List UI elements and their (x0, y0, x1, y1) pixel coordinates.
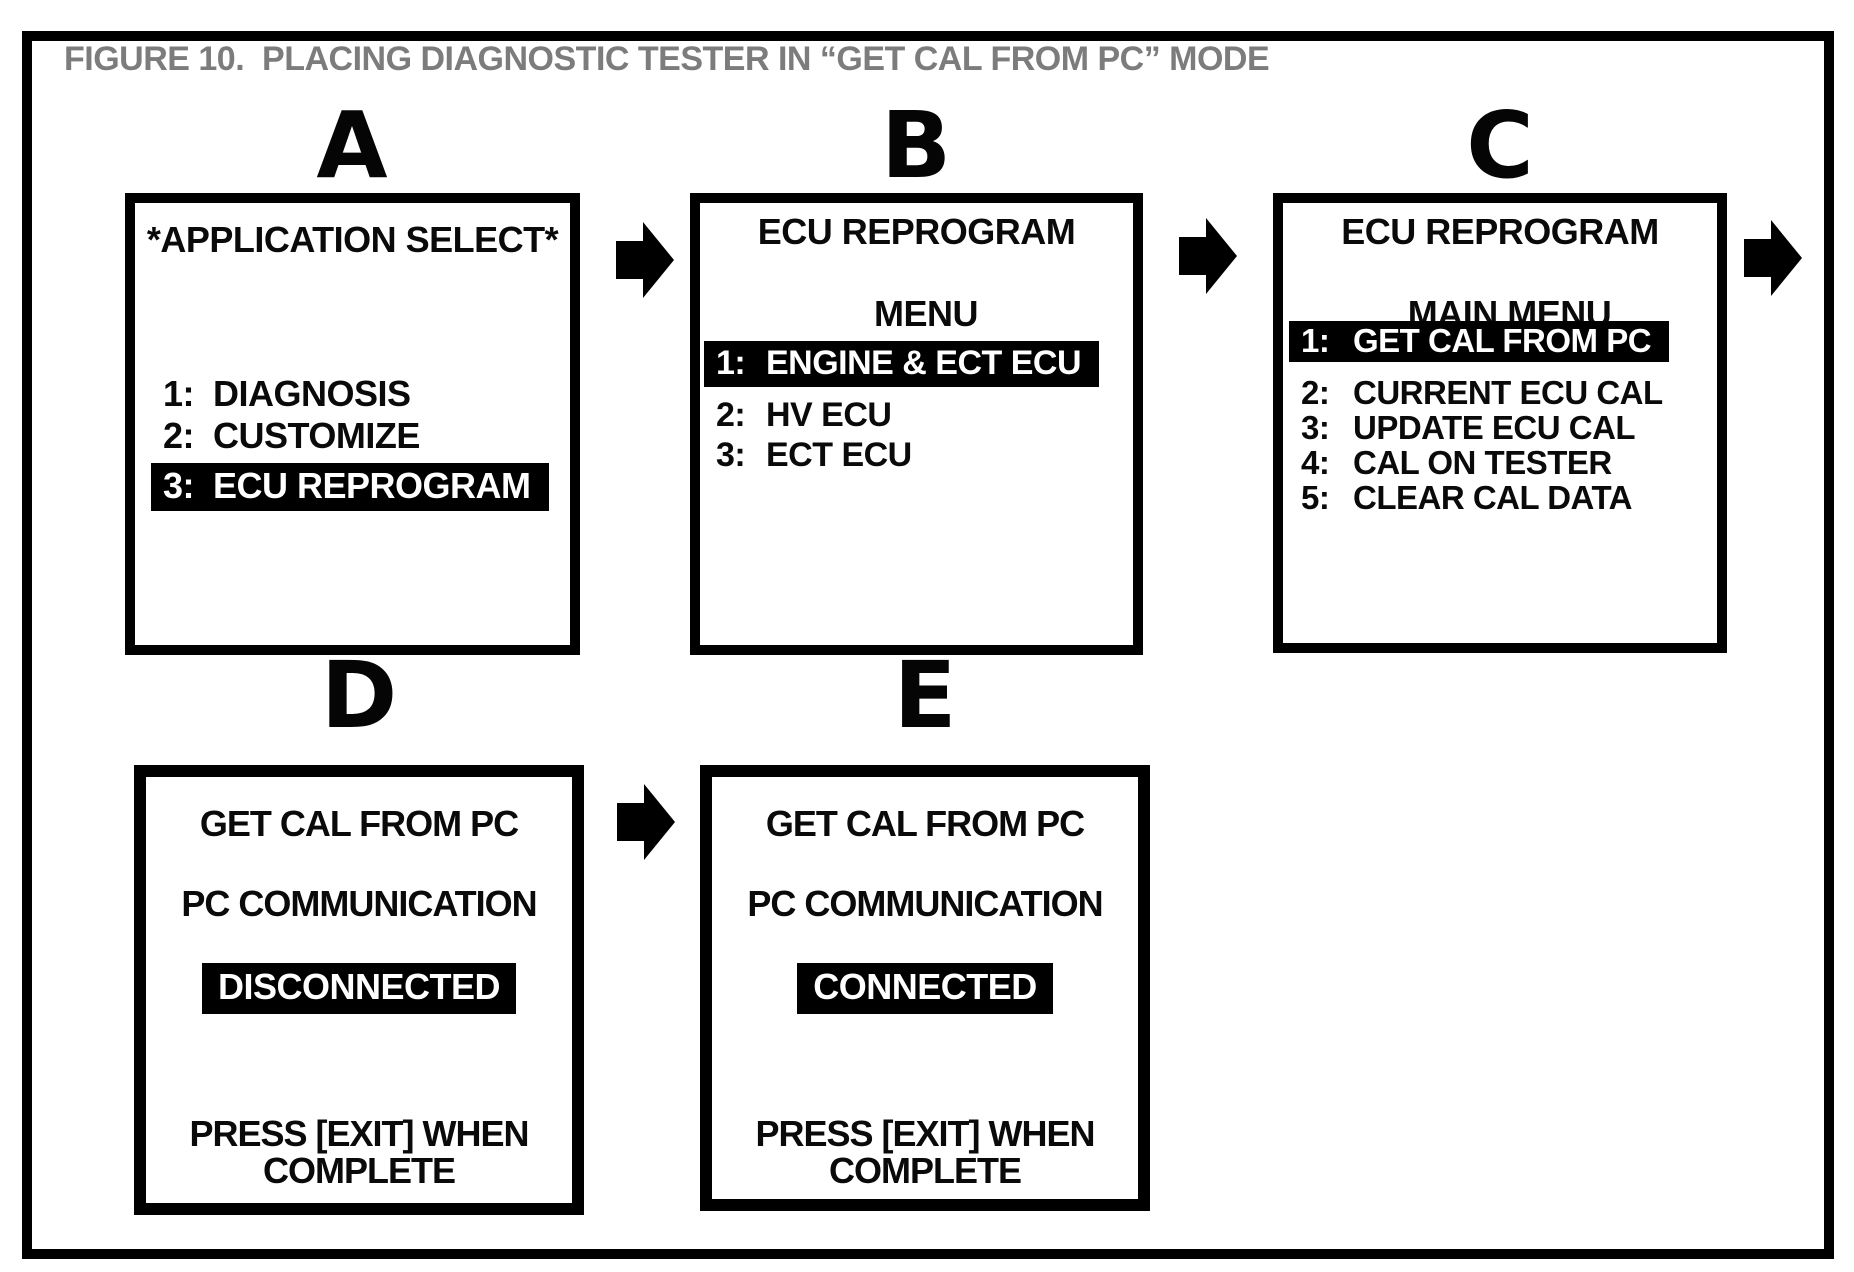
screen-heading: GET CAL FROM PC (765, 803, 1085, 844)
panel-label-b: B (880, 92, 952, 199)
tester-screen-application-select: *APPLICATION SELECT* 1: DIAGNOSIS 2: CUS… (125, 193, 580, 655)
menu-item-highlighted: 1: GET CAL FROM PC (1289, 321, 1670, 362)
menu-item: 2: CURRENT ECU CAL (1301, 375, 1669, 410)
menu-item-number: 1: (1301, 322, 1330, 359)
flow-arrow-icon (1744, 220, 1802, 296)
screen-footer: PRESS [EXIT] WHEN COMPLETE (146, 1115, 572, 1189)
panel-label-a: A (316, 92, 388, 199)
menu-item-number: 1: (716, 344, 746, 382)
screen-subheading: PC COMMUNICATION (181, 883, 537, 924)
tester-screen-pc-comm-disconnected: GET CAL FROM PC PC COMMUNICATION DISCONN… (134, 765, 584, 1215)
menu-item-label: ECT ECU (766, 436, 912, 474)
screen-title-line1: ECU REPROGRAM (1341, 211, 1659, 252)
menu-item-number: 4: (1301, 444, 1330, 481)
screen-title: ECU REPROGRAM MAIN MENU (1283, 211, 1717, 334)
menu-item-label: CAL ON TESTER (1353, 444, 1612, 481)
menu-item-highlighted: 3: ECU REPROGRAM (151, 463, 549, 511)
menu-item-label: ENGINE & ECT ECU (766, 344, 1082, 382)
tester-screen-ecu-reprogram-main-menu: ECU REPROGRAM MAIN MENU 1: GET CAL FROM … (1273, 193, 1727, 653)
screen-title-line1: ECU REPROGRAM (757, 211, 1076, 252)
menu-list: 1: ENGINE & ECT ECU 2: HV ECU 3: ECT ECU (704, 341, 1100, 475)
footer-line1: PRESS [EXIT] WHEN (755, 1113, 1095, 1154)
menu-item-label: DIAGNOSIS (213, 373, 411, 414)
menu-item-number: 2: (1301, 374, 1330, 411)
menu-item: 2: CUSTOMIZE (163, 415, 549, 457)
menu-item-label: UPDATE ECU CAL (1353, 409, 1636, 446)
menu-list: 1: DIAGNOSIS 2: CUSTOMIZE 3: ECU REPROGR… (151, 373, 549, 511)
status-badge: CONNECTED (797, 963, 1053, 1014)
screen-footer: PRESS [EXIT] WHEN COMPLETE (712, 1115, 1138, 1189)
screen-heading: GET CAL FROM PC (199, 803, 519, 844)
screen-subheading: PC COMMUNICATION (747, 883, 1103, 924)
menu-item: 4: CAL ON TESTER (1301, 445, 1669, 480)
menu-item-highlighted: 1: ENGINE & ECT ECU (704, 341, 1100, 387)
flow-arrow-icon (617, 784, 675, 860)
flow-arrow-icon (616, 222, 674, 298)
menu-item-label: ECU REPROGRAM (213, 465, 531, 506)
menu-list: 1: GET CAL FROM PC 2: CURRENT ECU CAL 3:… (1289, 321, 1670, 515)
menu-item-number: 1: (163, 373, 195, 414)
menu-item-label: CURRENT ECU CAL (1353, 374, 1663, 411)
figure-title: FIGURE 10. PLACING DIAGNOSTIC TESTER IN … (64, 40, 1270, 78)
panel-label-e: E (893, 642, 957, 749)
menu-item: 5: CLEAR CAL DATA (1301, 480, 1669, 515)
screen-title: ECU REPROGRAM MENU (700, 211, 1133, 334)
tester-screen-ecu-reprogram-menu: ECU REPROGRAM MENU 1: ENGINE & ECT ECU 2… (690, 193, 1143, 655)
menu-item: 2: HV ECU (716, 395, 1099, 435)
status-badge: DISCONNECTED (201, 963, 517, 1014)
panel-label-d: D (320, 642, 398, 749)
menu-item-label: CUSTOMIZE (213, 415, 420, 456)
menu-item-label: GET CAL FROM PC (1353, 322, 1652, 359)
footer-line1: PRESS [EXIT] WHEN (189, 1113, 529, 1154)
menu-item-number: 5: (1301, 479, 1330, 516)
footer-line2: COMPLETE (262, 1150, 456, 1191)
flow-arrow-icon (1179, 218, 1237, 294)
menu-item-number: 2: (163, 415, 195, 456)
menu-item-label: CLEAR CAL DATA (1353, 479, 1632, 516)
menu-item: 3: ECT ECU (716, 435, 1099, 475)
menu-item-number: 2: (716, 396, 746, 434)
status-row: CONNECTED (712, 963, 1138, 1014)
tester-screen-pc-comm-connected: GET CAL FROM PC PC COMMUNICATION CONNECT… (700, 765, 1150, 1211)
footer-line2: COMPLETE (828, 1150, 1022, 1191)
menu-item-number: 3: (163, 465, 195, 506)
menu-item: 3: UPDATE ECU CAL (1301, 410, 1669, 445)
status-row: DISCONNECTED (146, 963, 572, 1014)
menu-item: 1: DIAGNOSIS (163, 373, 549, 415)
menu-item-number: 3: (716, 436, 746, 474)
screen-title-line2: MENU (874, 293, 979, 334)
panel-label-c: C (1466, 92, 1534, 199)
screen-title: *APPLICATION SELECT* (146, 219, 559, 260)
menu-item-label: HV ECU (766, 396, 892, 434)
menu-item-number: 3: (1301, 409, 1330, 446)
